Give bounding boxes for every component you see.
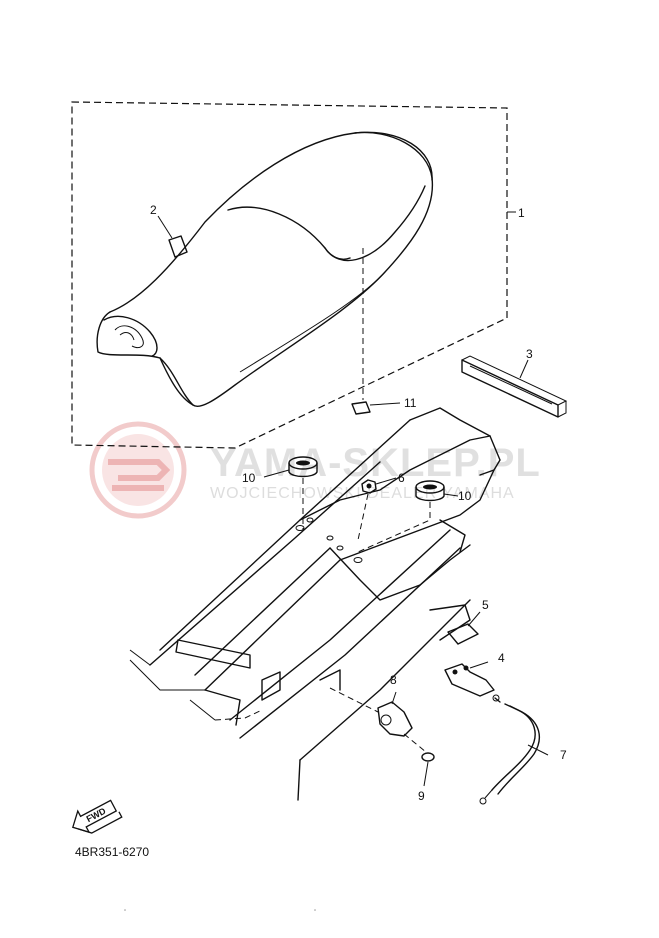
bracket-part-5 bbox=[447, 623, 479, 645]
callout-1: 1 bbox=[518, 206, 525, 220]
bar-part-3 bbox=[461, 355, 568, 418]
watermark-brand: YAMA-SKLEP.PL bbox=[210, 441, 541, 485]
frame-drawing bbox=[129, 407, 501, 801]
watermark-logo bbox=[89, 421, 187, 519]
callout-8: 8 bbox=[390, 673, 397, 687]
watermark-subtitle: WOJCIECHOWSKI DEALER YAMAHA bbox=[210, 485, 515, 502]
callout-6: 6 bbox=[398, 471, 405, 485]
fwd-arrow-icon: FWD bbox=[71, 799, 123, 834]
callout-4: 4 bbox=[498, 651, 505, 665]
damper-right bbox=[415, 480, 445, 502]
callout-10-left: 10 bbox=[242, 471, 256, 485]
callout-2: 2 bbox=[150, 203, 157, 217]
callout-10-right: 10 bbox=[458, 489, 472, 503]
lock-part-8 bbox=[377, 701, 413, 737]
nut-part-6 bbox=[361, 479, 377, 494]
callout-5: 5 bbox=[482, 598, 489, 612]
pad-part-11 bbox=[351, 401, 371, 415]
callout-11: 11 bbox=[404, 396, 417, 410]
lock-bracket-part-4 bbox=[444, 663, 495, 697]
cable-part-7 bbox=[479, 694, 541, 805]
assembly-boundary bbox=[71, 101, 508, 449]
seat-drawing bbox=[96, 131, 434, 407]
leader-lines bbox=[157, 211, 549, 787]
bolt-part-9 bbox=[421, 752, 435, 762]
callout-7: 7 bbox=[560, 748, 567, 762]
damper-left bbox=[288, 456, 318, 478]
callout-9: 9 bbox=[418, 789, 425, 803]
callout-3: 3 bbox=[526, 347, 533, 361]
diagram-code: 4BR351-6270 bbox=[75, 845, 149, 859]
